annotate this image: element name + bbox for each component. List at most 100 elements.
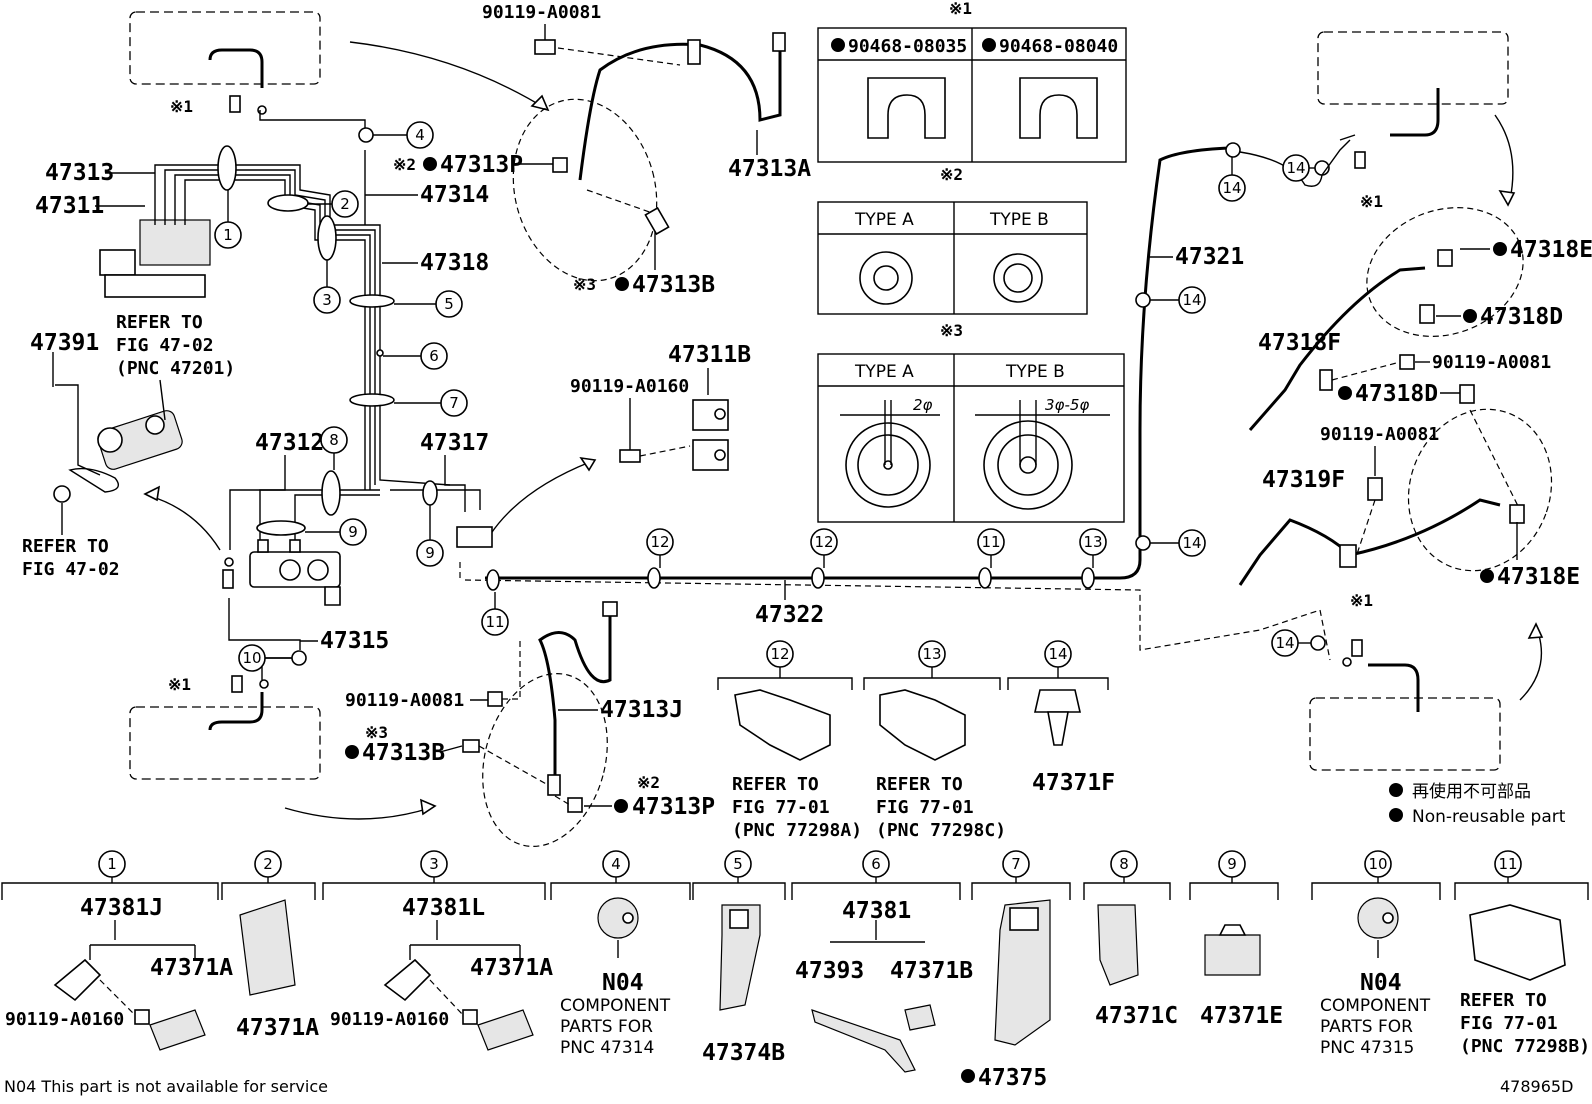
svg-text:11: 11 — [981, 533, 1000, 551]
refer-47-02-line2: FIG 47-02 — [116, 335, 214, 356]
brake-line-bundle-upper — [99, 110, 451, 490]
callout-11-b: 11 — [977, 528, 1005, 568]
svg-text:2: 2 — [340, 195, 350, 213]
svg-text:9: 9 — [425, 544, 435, 562]
mark-1-label-bottom: ※1 — [168, 675, 191, 694]
key-8: 8 — [1097, 850, 1139, 986]
top-left-reference-box — [129, 11, 550, 112]
callout-14-d: 14 — [1150, 529, 1206, 557]
key-10-l3: PNC 47315 — [1320, 1038, 1414, 1058]
clip-12-refer-1: REFER TO — [732, 774, 819, 795]
svg-text:3: 3 — [322, 291, 332, 309]
label-47313p-bottom: 47313P — [632, 794, 715, 820]
refer-47-02b-line1: REFER TO — [22, 536, 109, 557]
key-5-part: 47374B — [702, 1040, 785, 1066]
label-47371f: 47371F — [1032, 770, 1115, 796]
note-table-1-right: 90468-08040 — [999, 36, 1118, 57]
callout-10: 10 — [238, 644, 292, 672]
svg-text:4: 4 — [415, 126, 425, 144]
fitting-47318d — [1459, 384, 1475, 404]
key-6-title: 47381 — [842, 898, 911, 924]
svg-text:7: 7 — [449, 394, 459, 412]
svg-text:6: 6 — [429, 347, 439, 365]
label-90119-a0081-mid: 90119-A0081 — [345, 690, 464, 711]
label-47318d-b: 47318D — [1355, 381, 1438, 407]
svg-text:7: 7 — [1011, 855, 1021, 873]
label-47318e-top: 47318E — [1510, 237, 1592, 263]
key-4-l2: PARTS FOR — [560, 1017, 653, 1037]
key-11-refer-3: (PNC 77298B) — [1460, 1036, 1590, 1057]
note-table-3-dim-right: 3φ-5φ — [1045, 396, 1089, 414]
clip-12-refer-3: (PNC 77298A) — [732, 820, 862, 841]
callout-11-a: 11 — [481, 592, 509, 636]
callout-4: 4 — [373, 121, 434, 149]
label-47313p-top: 47313P — [440, 152, 523, 178]
callout-7: 7 — [394, 389, 468, 417]
fitting-icon — [257, 105, 267, 115]
key-6: 6 — [811, 850, 936, 1073]
rear-hose-47319f — [1238, 408, 1553, 586]
svg-text:8: 8 — [329, 431, 339, 449]
footnote: N04 This part is not available for servi… — [4, 1077, 328, 1096]
bottom-right-reference-box — [1309, 622, 1544, 771]
label-47318f: 47318F — [1258, 330, 1341, 356]
refer-47-02-line1: REFER TO — [116, 312, 203, 333]
clip-13-refer-1: REFER TO — [876, 774, 963, 795]
note-table-3 — [817, 353, 1125, 523]
brake-line-47322 — [456, 139, 1351, 661]
svg-text:11: 11 — [485, 613, 504, 631]
flex-hose-47313j — [462, 601, 618, 848]
label-47318: 47318 — [420, 250, 489, 276]
label-47313j: 47313J — [600, 697, 683, 723]
clip-13-refer-2: FIG 77-01 — [876, 797, 974, 818]
key-9-part: 47371E — [1200, 1003, 1283, 1029]
clip-icon — [229, 95, 241, 113]
mark-1-label-right: ※1 — [1360, 192, 1383, 211]
key-1-b: 90119-A0160 — [5, 1009, 124, 1030]
key-9: 9 — [1204, 850, 1261, 976]
callout-8: 8 — [320, 426, 348, 470]
callout-14-b: 14 — [1282, 154, 1315, 182]
key-10-n04: N04 — [1360, 970, 1402, 996]
svg-text:12: 12 — [650, 533, 669, 551]
callout-12-a: 12 — [646, 528, 674, 568]
label-47311: 47311 — [35, 193, 104, 219]
note-table-1-left: 90468-08035 — [848, 36, 967, 57]
note-table-3-left: TYPE A — [854, 362, 914, 382]
label-47312: 47312 — [255, 430, 324, 456]
key-4-l1: COMPONENT — [560, 996, 671, 1016]
note-table-2-left: TYPE A — [854, 210, 914, 230]
svg-text:1: 1 — [107, 855, 117, 873]
callout-3: 3 — [313, 260, 341, 314]
label-90119-a0160: 90119-A0160 — [570, 376, 689, 397]
arrow-to-47391 — [149, 495, 221, 551]
key-3: 3 — [383, 850, 534, 1051]
key-6-a: 47393 — [795, 958, 864, 984]
callout-1: 1 — [214, 190, 242, 249]
note-table-2-mark: ※2 — [940, 165, 963, 184]
clip-14-box: 14 — [1007, 640, 1109, 746]
key-11: 11 — [1469, 850, 1566, 981]
key-7-bullet — [961, 1069, 975, 1083]
key-3-title: 47381L — [402, 895, 485, 921]
key-4-l3: PNC 47314 — [560, 1038, 654, 1058]
key-1-title: 47381J — [80, 895, 163, 921]
bottom-row-frames — [1, 882, 1589, 900]
callout-6: 6 — [383, 342, 448, 370]
svg-text:8: 8 — [1119, 855, 1129, 873]
svg-text:14: 14 — [1048, 645, 1067, 663]
key-4-n04: N04 — [602, 970, 644, 996]
svg-text:1: 1 — [223, 226, 233, 244]
svg-text:10: 10 — [242, 649, 261, 667]
svg-text:14: 14 — [1182, 291, 1201, 309]
label-47319f: 47319F — [1262, 467, 1345, 493]
mark-3-label-bottom: ※3 — [365, 723, 388, 742]
refer-47-02b-line2: FIG 47-02 — [22, 559, 120, 580]
label-47321: 47321 — [1175, 244, 1244, 270]
rear-hose-47318f — [1248, 207, 1524, 431]
callout-9a: 9 — [305, 518, 367, 546]
note-table-3-mark: ※3 — [940, 321, 963, 340]
note-table-2-right: TYPE B — [989, 210, 1049, 230]
